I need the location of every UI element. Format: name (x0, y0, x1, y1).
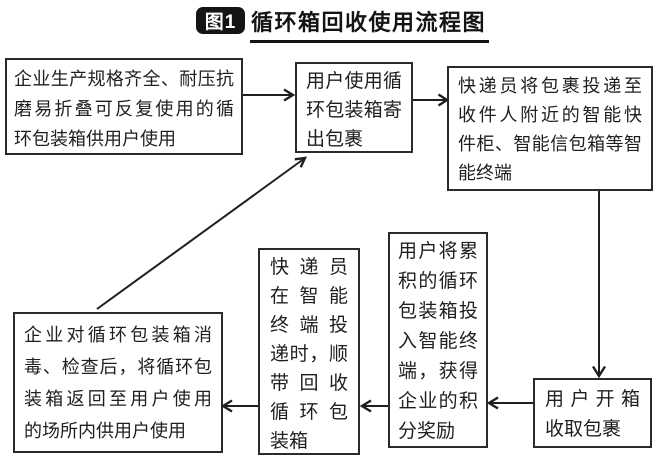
arrow-right-icon (243, 88, 296, 102)
box-text-line: 快递员将包裹投递至 (458, 76, 642, 96)
box-text-line: 企业的积 (398, 391, 478, 412)
box-text-line: 带回收 (270, 373, 348, 394)
box-text-line: 在智能 (270, 286, 348, 307)
figure-badge: 图1 (196, 7, 245, 34)
flow-box-return-box: 企业对循环包装箱消 毒、检查后，将循环包 装箱返回至用户使用 的场所内供用户使用 (13, 312, 223, 453)
box-text-line: 收件人附近的智能快 (458, 105, 642, 125)
box-text-line: 收取包裹 (545, 419, 622, 440)
box-text-line: 快递员 (270, 257, 348, 278)
arrow-right-icon (413, 93, 450, 107)
box-text-line: 分奖励 (398, 421, 456, 442)
box-text-line: 企业生产规格齐全、耐压抗 (14, 69, 234, 89)
box-text-line: 循环包 (270, 402, 348, 423)
box-text-line: 积的循环 (398, 271, 478, 292)
flow-box-open-package: 用户开箱 收取包裹 (533, 378, 652, 448)
flow-box-deposit-box: 用户将累 积的循环 包装箱投 入智能终 端，获得 企业的积 分奖励 (388, 232, 488, 448)
box-text-line: 出包裹 (306, 129, 364, 150)
flow-box-send: 用户使用循 环包装箱寄 出包裹 (295, 62, 413, 153)
flow-box-deliver: 快递员将包裹投递至 收件人附近的智能快 件柜、智能信包箱等智 能终端 (447, 66, 653, 191)
arrow-down-icon (591, 191, 607, 379)
box-text-line: 端，获得 (398, 361, 478, 382)
box-text-line: 包装箱投 (398, 301, 478, 322)
box-text-line: 磨易折叠可反复使用的循 (14, 99, 234, 119)
box-text-line: 的场所内供用户使用 (24, 421, 186, 441)
flow-box-produce: 企业生产规格齐全、耐压抗 磨易折叠可反复使用的循 环包装箱供用户使用 (5, 58, 243, 155)
box-text-line: 能终端 (458, 163, 512, 183)
box-text-line: 递时，顺 (270, 344, 348, 365)
box-text-line: 入智能终 (398, 331, 478, 352)
arrow-left-icon (486, 396, 533, 410)
box-text-line: 装箱 (270, 431, 309, 452)
box-text-line: 用户使用循 (306, 71, 402, 92)
flow-box-courier-collect: 快递员 在智能 终端投 递时，顺 带回收 循环包 装箱 (258, 248, 360, 455)
arrow-left-icon (359, 399, 388, 413)
box-text-line: 环包装箱寄 (306, 100, 402, 121)
box-text-line: 企业对循环包装箱消 (24, 325, 212, 345)
box-text-line: 装箱返回至用户使用 (24, 389, 212, 409)
box-text-line: 用户将累 (398, 241, 478, 262)
figure-title-text: 循环箱回收使用流程图 (250, 5, 490, 43)
box-text-line: 毒、检查后，将循环包 (24, 357, 212, 377)
box-text-line: 终端投 (270, 315, 348, 336)
box-text-line: 用户开箱 (545, 389, 640, 410)
box-text-line: 环包装箱供用户使用 (14, 129, 176, 149)
arrow-left-icon (220, 399, 258, 413)
box-text-line: 件柜、智能信包箱等智 (458, 134, 642, 154)
